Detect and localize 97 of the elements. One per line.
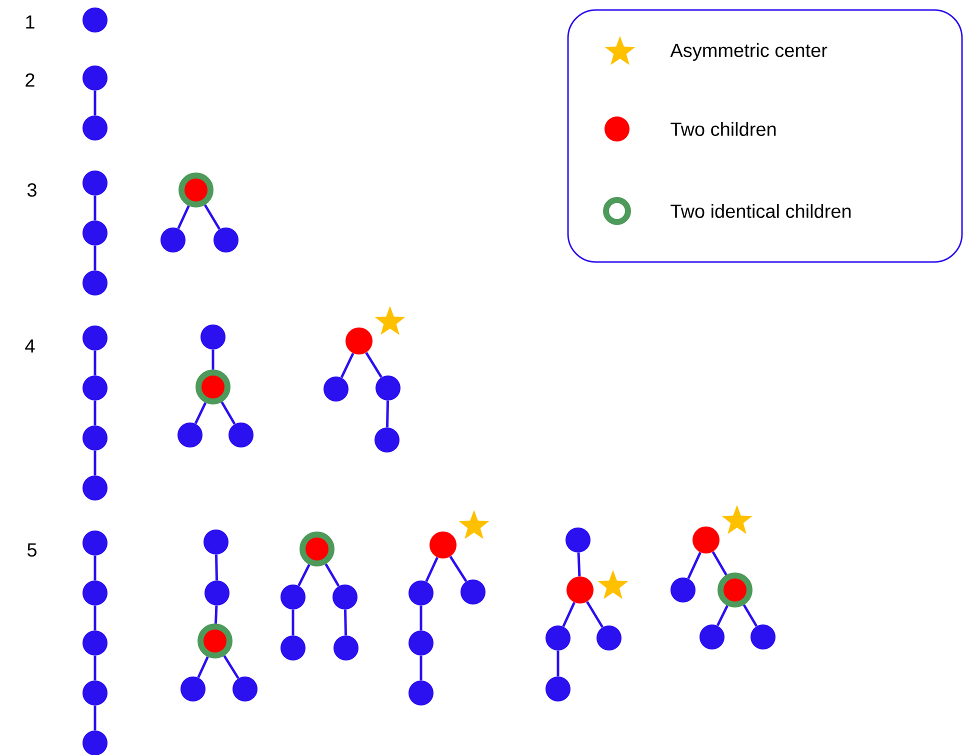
two-children-node [346, 328, 372, 354]
plain-node [546, 626, 570, 650]
tree-edge [94, 450, 96, 476]
identical-children-node [718, 572, 752, 608]
plain-node [204, 580, 230, 606]
tree-edge [420, 656, 422, 680]
plain-node [82, 8, 108, 32]
tree-edge [220, 401, 236, 425]
identical-children-node [196, 370, 230, 404]
plain-node [460, 580, 486, 604]
identical-children-node [300, 532, 334, 566]
plain-node [82, 220, 108, 246]
two-children-node [566, 576, 594, 604]
identical-children-node [198, 624, 232, 658]
tree-edge [197, 656, 209, 678]
plain-node [82, 376, 108, 400]
plain-node [178, 422, 202, 448]
tree-edge [94, 706, 96, 730]
plain-node [700, 624, 724, 650]
row-number: 5 [27, 543, 36, 557]
plain-node [332, 584, 358, 610]
row-number: 4 [25, 339, 35, 353]
plain-node [180, 676, 206, 702]
tree-edge [94, 350, 96, 376]
tree-edge [94, 246, 96, 270]
tree-edge [365, 352, 382, 378]
plain-node [228, 422, 254, 448]
plain-node [546, 676, 570, 702]
tree-edge [194, 402, 207, 424]
two-children-node [430, 532, 456, 558]
tree-edge [562, 602, 576, 627]
plain-node [82, 426, 108, 450]
legend-text: Two children [670, 122, 776, 136]
plain-node [214, 228, 238, 252]
tree-edge [577, 552, 581, 576]
plain-node [200, 324, 226, 350]
plain-node [750, 624, 776, 650]
plain-node [280, 636, 306, 660]
tree-edge [215, 554, 218, 580]
tree-edge [214, 606, 218, 624]
tree-edge [292, 610, 294, 636]
identical-children-node [178, 172, 214, 208]
row-number: 3 [27, 183, 36, 197]
plain-node [280, 584, 306, 610]
tree-edge [212, 350, 214, 370]
plain-node [160, 228, 186, 252]
row-number: 2 [26, 73, 34, 87]
plain-node [82, 530, 108, 556]
plain-node [408, 580, 434, 606]
plain-node [670, 578, 696, 602]
tree-edge [94, 400, 96, 426]
tree-edge [177, 205, 190, 229]
tree-edge [223, 655, 240, 679]
plain-node [82, 730, 108, 755]
row-number: 1 [26, 15, 34, 29]
plain-node [232, 676, 258, 702]
plain-node [408, 630, 434, 656]
tree-edge [449, 556, 468, 582]
plain-node [408, 680, 434, 706]
plain-node [82, 680, 108, 706]
tree-edge [94, 556, 96, 580]
tree-edge [556, 650, 560, 676]
tree-edge [742, 604, 758, 627]
tree-edge [716, 605, 728, 626]
plain-node [82, 476, 108, 500]
tree-edge [324, 564, 340, 587]
plain-node [324, 376, 348, 402]
tree-edge [425, 556, 438, 582]
tree-edge [298, 564, 310, 586]
plain-node [204, 530, 228, 554]
plain-node [82, 580, 108, 606]
plain-node [82, 66, 108, 90]
plain-node [82, 170, 108, 196]
tree-edge [420, 606, 422, 630]
plain-node [82, 326, 108, 350]
two-children-node [692, 526, 720, 554]
tree-edge [344, 610, 347, 636]
tree-edge [340, 352, 354, 378]
legend-text: Two identical children [670, 204, 851, 218]
plain-node [82, 270, 108, 296]
plain-node [376, 376, 400, 400]
plain-node [82, 116, 108, 140]
plain-node [82, 630, 108, 656]
tree-edge [94, 90, 96, 116]
tree-edge [94, 196, 96, 220]
tree-edge [386, 400, 389, 428]
plain-node [374, 428, 400, 452]
legend-text: Asymmetric center [670, 43, 828, 61]
plain-node [566, 528, 590, 552]
tree-edge [687, 552, 702, 579]
tree-edge [204, 204, 221, 230]
plain-node [596, 626, 622, 650]
tree-edge [94, 656, 96, 680]
tree-edge [586, 601, 604, 628]
tree-edge [94, 606, 96, 630]
plain-node [334, 636, 358, 660]
tree-edge [712, 551, 728, 576]
